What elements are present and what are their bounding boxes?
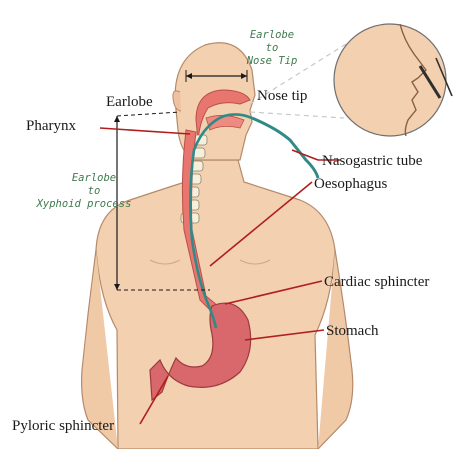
pharynx-label: Pharynx: [26, 118, 76, 134]
stomach-label: Stomach: [326, 323, 379, 339]
oesophagus-label: Oesophagus: [314, 176, 387, 192]
note-earlobe-to-nose-line3: Nose Tip: [246, 55, 298, 67]
note-earlobe-to-nose-line1: Earlobe: [250, 29, 294, 41]
cardiac-sphincter-label: Cardiac sphincter: [324, 274, 429, 290]
note-earlobe-to-xyphoid-line3: Xyphoid process: [36, 198, 132, 210]
earlobe-label: Earlobe: [106, 94, 153, 110]
pyloric-sphincter-label: Pyloric sphincter: [12, 418, 114, 434]
nose-tip-label: Nose tip: [257, 88, 307, 104]
note-earlobe-to-xyphoid-line2: to: [88, 185, 101, 197]
nasogastric-tube-label: Nasogastric tube: [322, 153, 423, 169]
note-earlobe-to-nose-line2: to: [266, 42, 279, 54]
note-earlobe-to-xyphoid-line1: Earlobe: [72, 172, 116, 184]
